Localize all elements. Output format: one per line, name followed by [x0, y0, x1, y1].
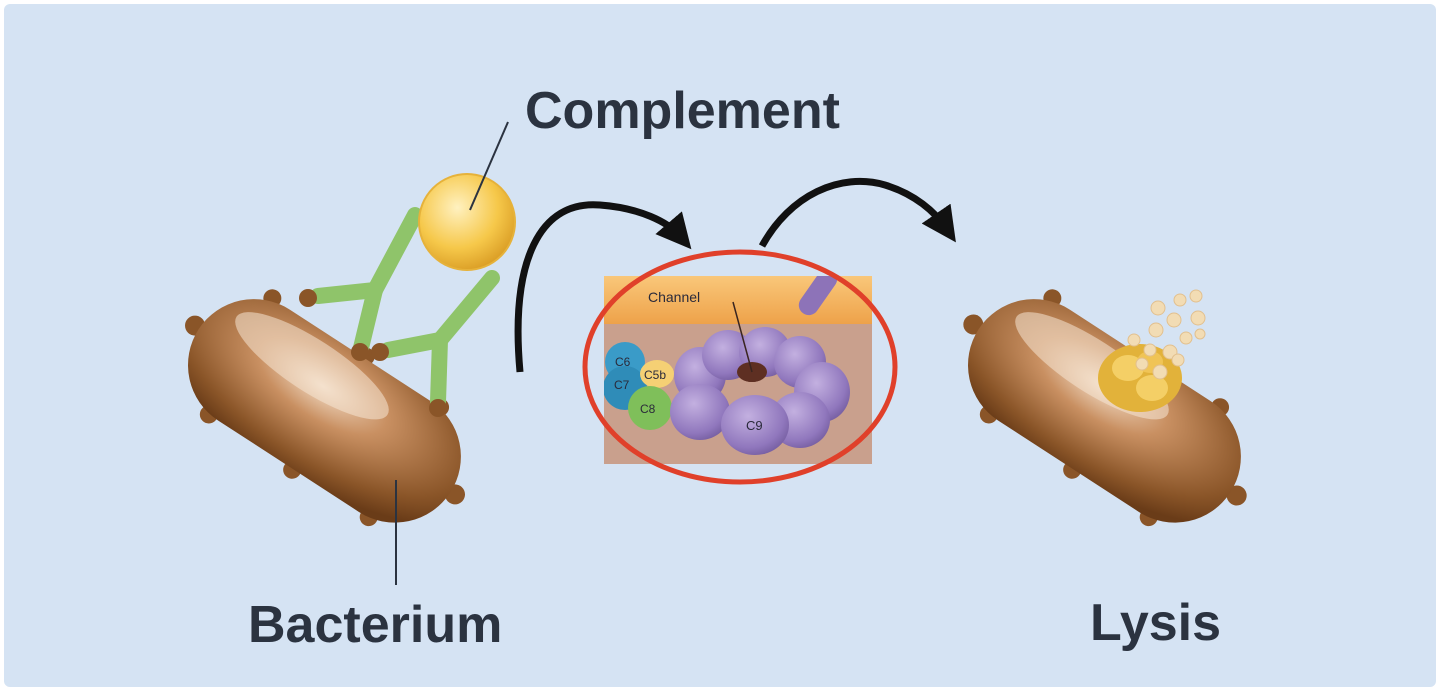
antibody-attachments [299, 289, 447, 417]
c6-label: C6 [615, 355, 631, 369]
antibodies [310, 207, 500, 410]
c9-polymer-ring [670, 327, 850, 455]
antibody-1-arm-a [367, 207, 423, 298]
c9-label: C9 [746, 418, 763, 433]
c5b-protein [640, 360, 674, 388]
antibody-2-arm-b [430, 332, 448, 410]
bacterium-label: Bacterium [248, 596, 502, 654]
antibody-1-stem [310, 282, 383, 304]
channel-leader-line [732, 301, 753, 373]
antibody-2-stem [380, 332, 448, 358]
arrow-to-lysis [758, 178, 956, 248]
antibody-1-arm-b [352, 282, 383, 360]
highlight-ring [582, 249, 898, 485]
lysis-label: Lysis [1090, 594, 1221, 652]
antibody-2-arm-a [432, 270, 500, 348]
c5b-label: C5b [644, 368, 666, 382]
c8-label: C8 [640, 402, 656, 416]
c7-label: C7 [614, 378, 630, 392]
complement-label: Complement [525, 82, 840, 140]
leaking-contents [1127, 289, 1206, 380]
mac-inset: Channel C6 C7 C5b C8 C9 [582, 249, 898, 485]
bacterium-left [185, 289, 465, 527]
bacterium-lysed [963, 289, 1247, 527]
channel-label: Channel [648, 289, 700, 305]
arrow-to-mac [514, 201, 692, 373]
complement-leader-line [469, 121, 509, 211]
c8-protein [628, 386, 672, 430]
complement-protein [418, 173, 516, 271]
